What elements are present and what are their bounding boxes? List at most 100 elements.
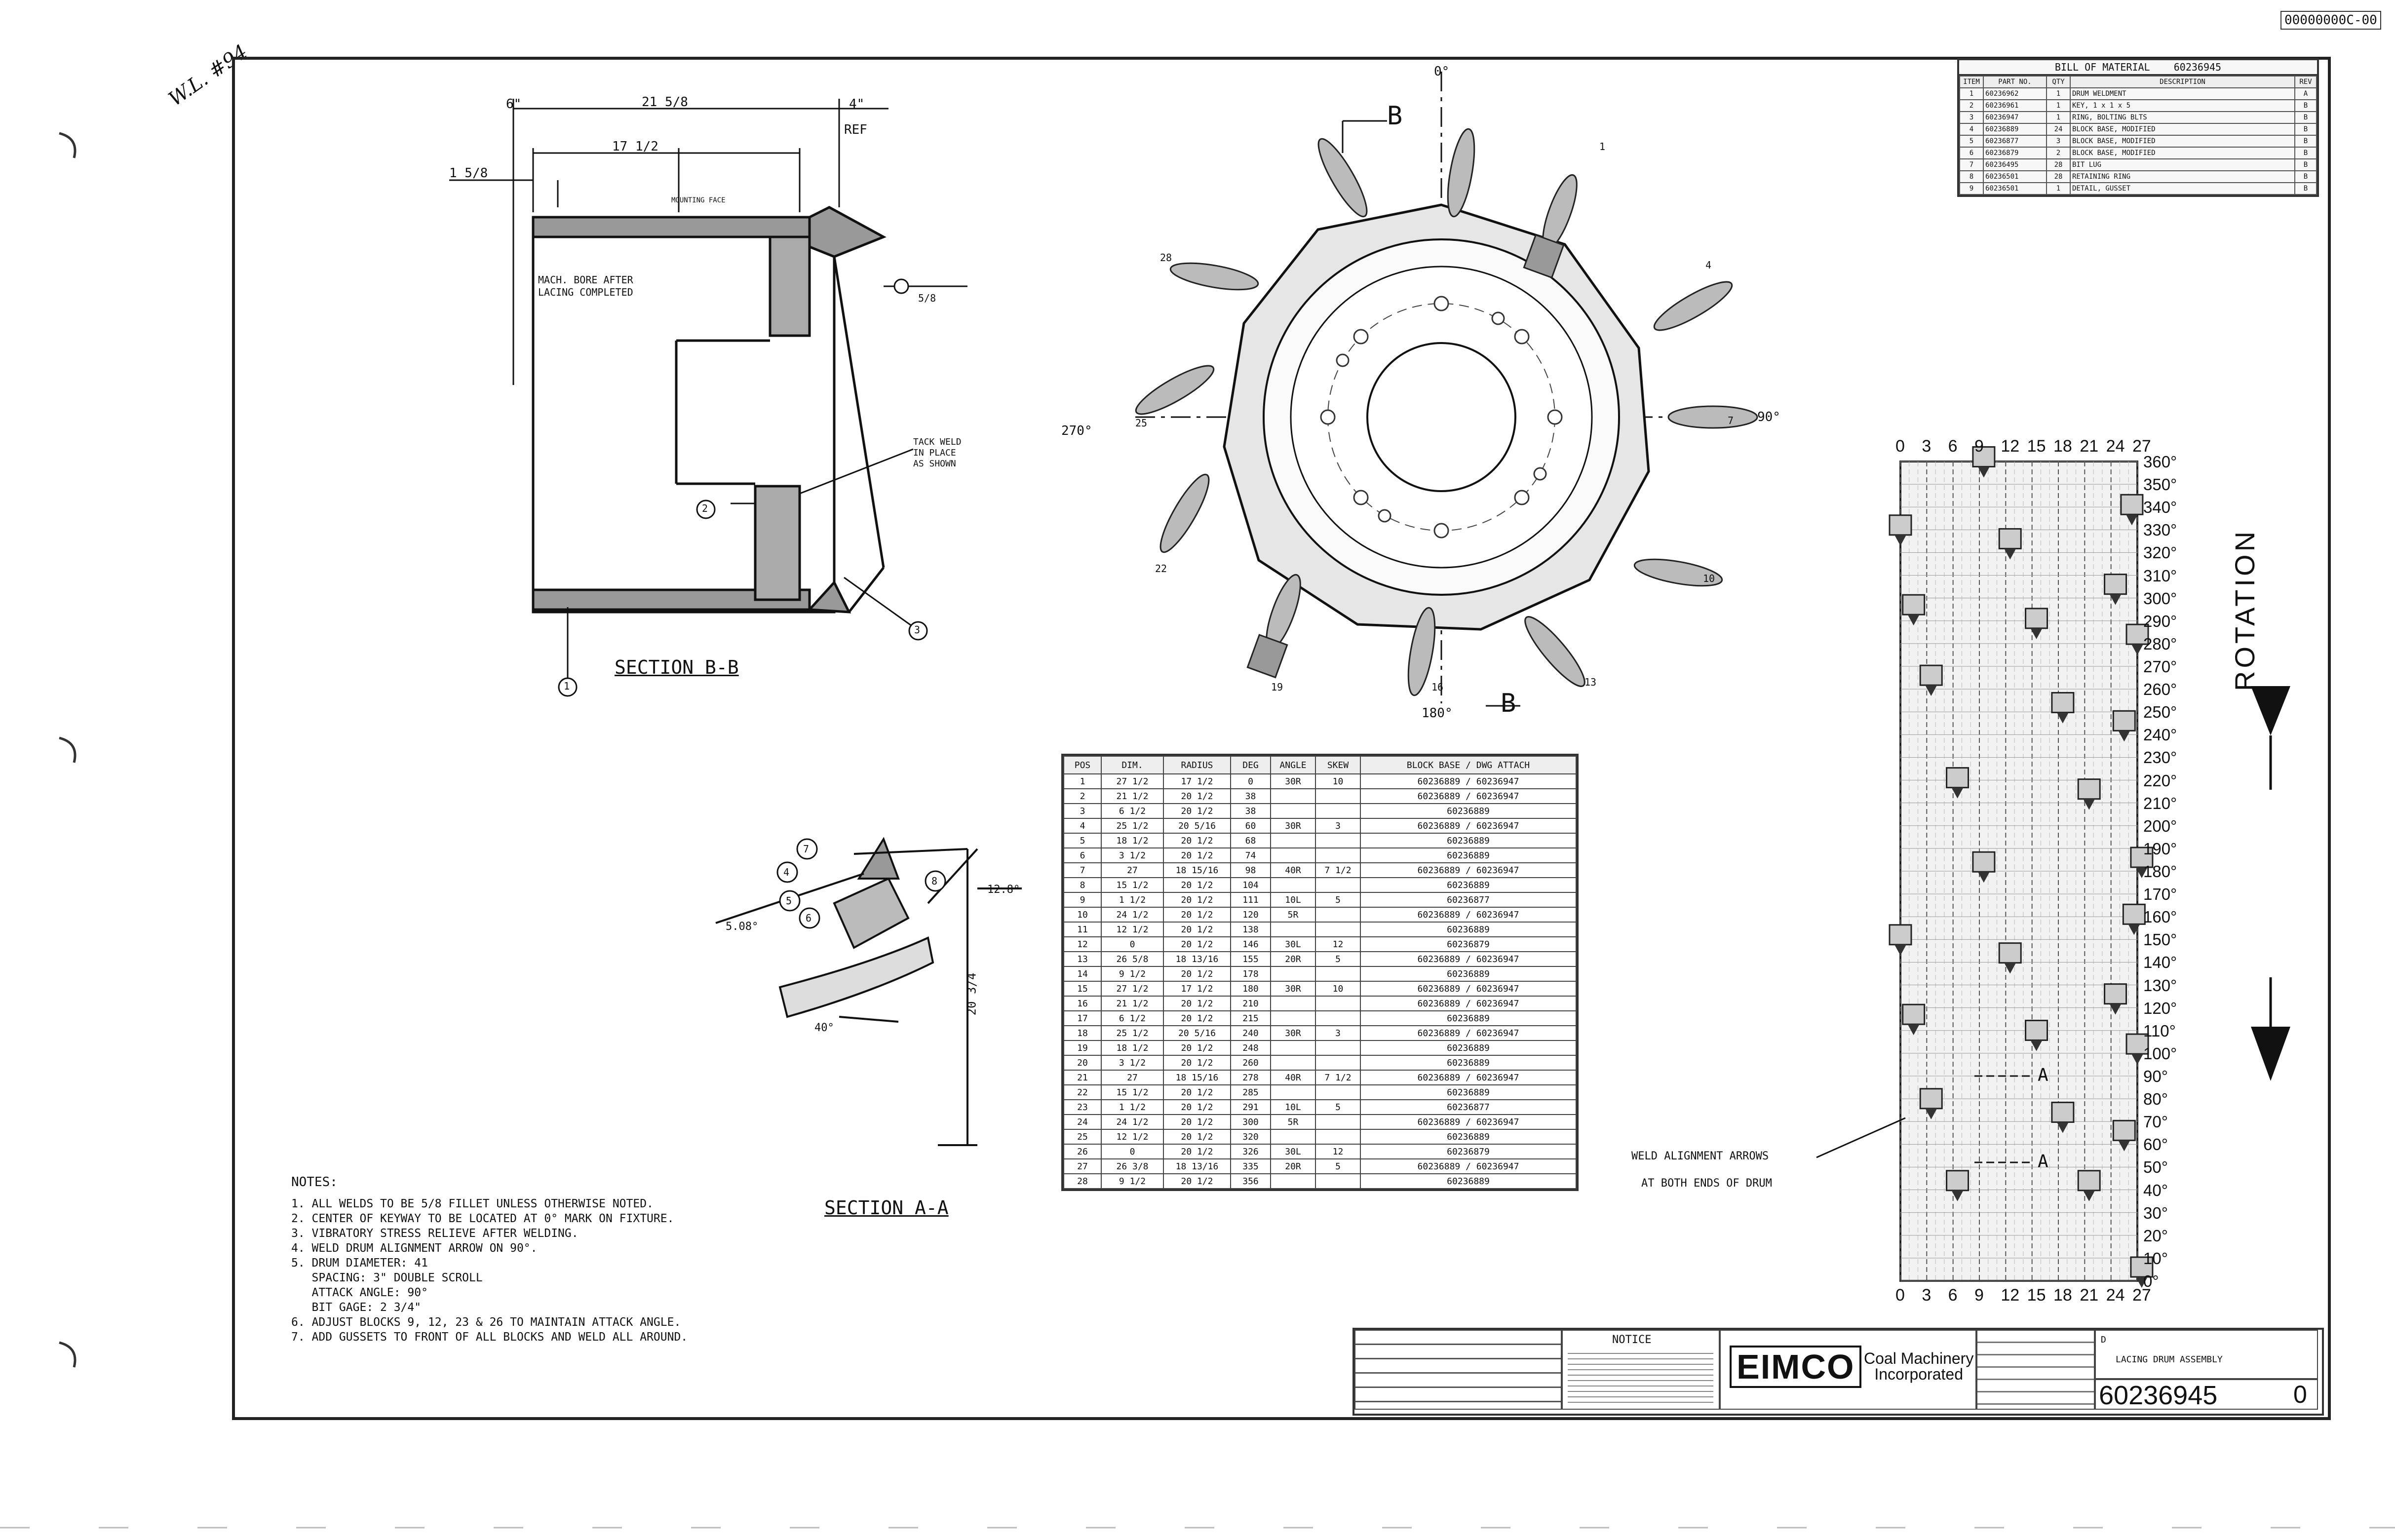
bit-table-cell: 68 bbox=[1230, 833, 1271, 848]
bit-table-cell: 18 15/16 bbox=[1163, 862, 1231, 878]
bom-cell: B bbox=[2294, 158, 2317, 171]
bit-table-cell bbox=[1315, 847, 1361, 863]
lacing-y-tick: 250° bbox=[2143, 703, 2177, 722]
bit-table-cell: 14 bbox=[1063, 966, 1102, 982]
lacing-y-tick: 140° bbox=[2143, 953, 2177, 972]
drum-bit bbox=[1523, 174, 1578, 279]
bit-table-cell: 326 bbox=[1230, 1144, 1271, 1159]
section-a-balloon: 8 bbox=[931, 875, 938, 887]
weld-note-line-2: AT BOTH ENDS OF DRUM bbox=[1641, 1177, 1772, 1190]
lacing-y-tick: 320° bbox=[2143, 543, 2177, 562]
bom-cell: 60236495 bbox=[1983, 158, 2047, 171]
notes-heading: NOTES: bbox=[291, 1175, 338, 1190]
lacing-bit-marker bbox=[2051, 692, 2075, 724]
bit-table-cell: 4 bbox=[1063, 818, 1102, 834]
lacing-x-tick: 0 bbox=[1895, 437, 1905, 456]
drum-bit bbox=[1667, 405, 1758, 429]
note-line: 2. CENTER OF KEYWAY TO BE LOCATED AT 0° … bbox=[291, 1212, 674, 1225]
bit-table-cell: 17 bbox=[1063, 1010, 1102, 1026]
lacing-bit-marker bbox=[2104, 574, 2127, 605]
lacing-x-tick: 24 bbox=[2106, 437, 2125, 456]
bit-table-cell: 18 13/16 bbox=[1163, 1158, 1231, 1174]
drum-bit bbox=[1246, 574, 1301, 679]
bit-table-cell: 291 bbox=[1230, 1099, 1271, 1115]
bit-table-cell: 18 13/16 bbox=[1163, 951, 1231, 967]
bit-table-cell bbox=[1315, 1055, 1361, 1071]
bit-position-table: POS DIM. RADIUS DEG ANGLE SKEW BLOCK BAS… bbox=[1061, 754, 1579, 1191]
bit-table-cell: 60236879 bbox=[1360, 1144, 1577, 1159]
lacing-bit-marker bbox=[1972, 446, 1996, 478]
lacing-y-tick: 150° bbox=[2143, 930, 2177, 949]
note-line: 4. WELD DRUM ALIGNMENT ARROW ON 90°. bbox=[291, 1242, 538, 1255]
drawing-revision: 0 bbox=[2293, 1381, 2307, 1408]
bit-table-cell: 5 bbox=[1315, 892, 1361, 908]
lacing-y-tick: 310° bbox=[2143, 566, 2177, 585]
drawing-border bbox=[232, 57, 2331, 1420]
bit-table-cell: 26 bbox=[1063, 1144, 1102, 1159]
notice-box: NOTICE bbox=[1562, 1330, 1720, 1410]
drum-bit bbox=[1159, 473, 1210, 553]
lacing-bit-marker bbox=[1902, 1003, 1926, 1036]
bit-table-cell: 10 bbox=[1315, 773, 1361, 789]
bit-table-cell: 1 1/2 bbox=[1101, 892, 1164, 908]
bom-cell: 4 bbox=[1959, 123, 1984, 136]
bit-table-cell: 25 1/2 bbox=[1101, 818, 1164, 834]
bit-table-cell: 27 bbox=[1101, 1070, 1164, 1085]
lacing-y-tick: 120° bbox=[2143, 999, 2177, 1017]
bit-table-cell: 30L bbox=[1270, 1144, 1316, 1159]
company-name-line-1: Coal Machinery bbox=[1864, 1349, 1974, 1367]
bom-cell: BIT LUG bbox=[2070, 158, 2295, 171]
bit-table-cell: 74 bbox=[1230, 847, 1271, 863]
dim-left: 1 5/8 bbox=[449, 166, 488, 181]
revision-grid bbox=[1354, 1330, 1562, 1410]
bit-table-cell: 60236889 / 60236947 bbox=[1360, 788, 1577, 804]
lacing-y-tick: 30° bbox=[2143, 1203, 2168, 1222]
drawing-number-box: 60236945 0 bbox=[2095, 1379, 2318, 1410]
tack-note-line-2: IN PLACE bbox=[913, 448, 956, 458]
bit-table-cell: 20 1/2 bbox=[1163, 1173, 1231, 1189]
bit-label: 10 bbox=[1703, 573, 1715, 584]
bom-cell: 7 bbox=[1959, 158, 1984, 171]
lacing-y-tick: 80° bbox=[2143, 1090, 2168, 1109]
bom-cell: B bbox=[2294, 111, 2317, 124]
lacing-bit-marker bbox=[2125, 623, 2149, 655]
bit-table-cell bbox=[1270, 877, 1316, 893]
bit-table-cell: 60236889 / 60236947 bbox=[1360, 773, 1577, 789]
bit-table-cell: 20 1/2 bbox=[1163, 1129, 1231, 1145]
lacing-y-tick: 210° bbox=[2143, 794, 2177, 812]
lacing-y-tick: 270° bbox=[2143, 657, 2177, 676]
section-marker-b-top: B bbox=[1387, 101, 1403, 131]
lacing-y-tick: 200° bbox=[2143, 816, 2177, 835]
lacing-y-tick: 0° bbox=[2143, 1272, 2159, 1290]
bit-table-cell: 104 bbox=[1230, 877, 1271, 893]
bit-table-cell bbox=[1315, 1173, 1361, 1189]
lacing-bit-marker bbox=[1946, 1170, 1970, 1201]
bom-header-cell: QTY bbox=[2046, 76, 2071, 88]
bit-label: 22 bbox=[1155, 563, 1167, 575]
rotation-arrow-top bbox=[2251, 686, 2290, 735]
lacing-bit-marker bbox=[1998, 942, 2022, 974]
bit-table-cell: 60236889 / 60236947 bbox=[1360, 907, 1577, 923]
lacing-x-tick: 27 bbox=[2132, 1286, 2151, 1305]
bom-title: BILL OF MATERIAL bbox=[2054, 61, 2150, 73]
bit-table-cell: 356 bbox=[1230, 1173, 1271, 1189]
bom-cell: 60236501 bbox=[1983, 182, 2047, 195]
bit-table-cell: 60236889 bbox=[1360, 1173, 1577, 1189]
note-line: ATTACK ANGLE: 90° bbox=[291, 1286, 428, 1299]
bom-cell: 1 bbox=[2046, 111, 2071, 124]
bit-table-cell: 60236889 bbox=[1360, 847, 1577, 863]
lacing-bit-marker bbox=[2112, 710, 2136, 742]
company-name-line-2: Incorporated bbox=[1874, 1365, 1963, 1383]
bill-of-material: BILL OF MATERIAL 60236945 ITEM PART NO. … bbox=[1957, 58, 2319, 197]
bit-table-cell: 300 bbox=[1230, 1114, 1271, 1130]
bit-table-cell: 27 1/2 bbox=[1101, 773, 1164, 789]
